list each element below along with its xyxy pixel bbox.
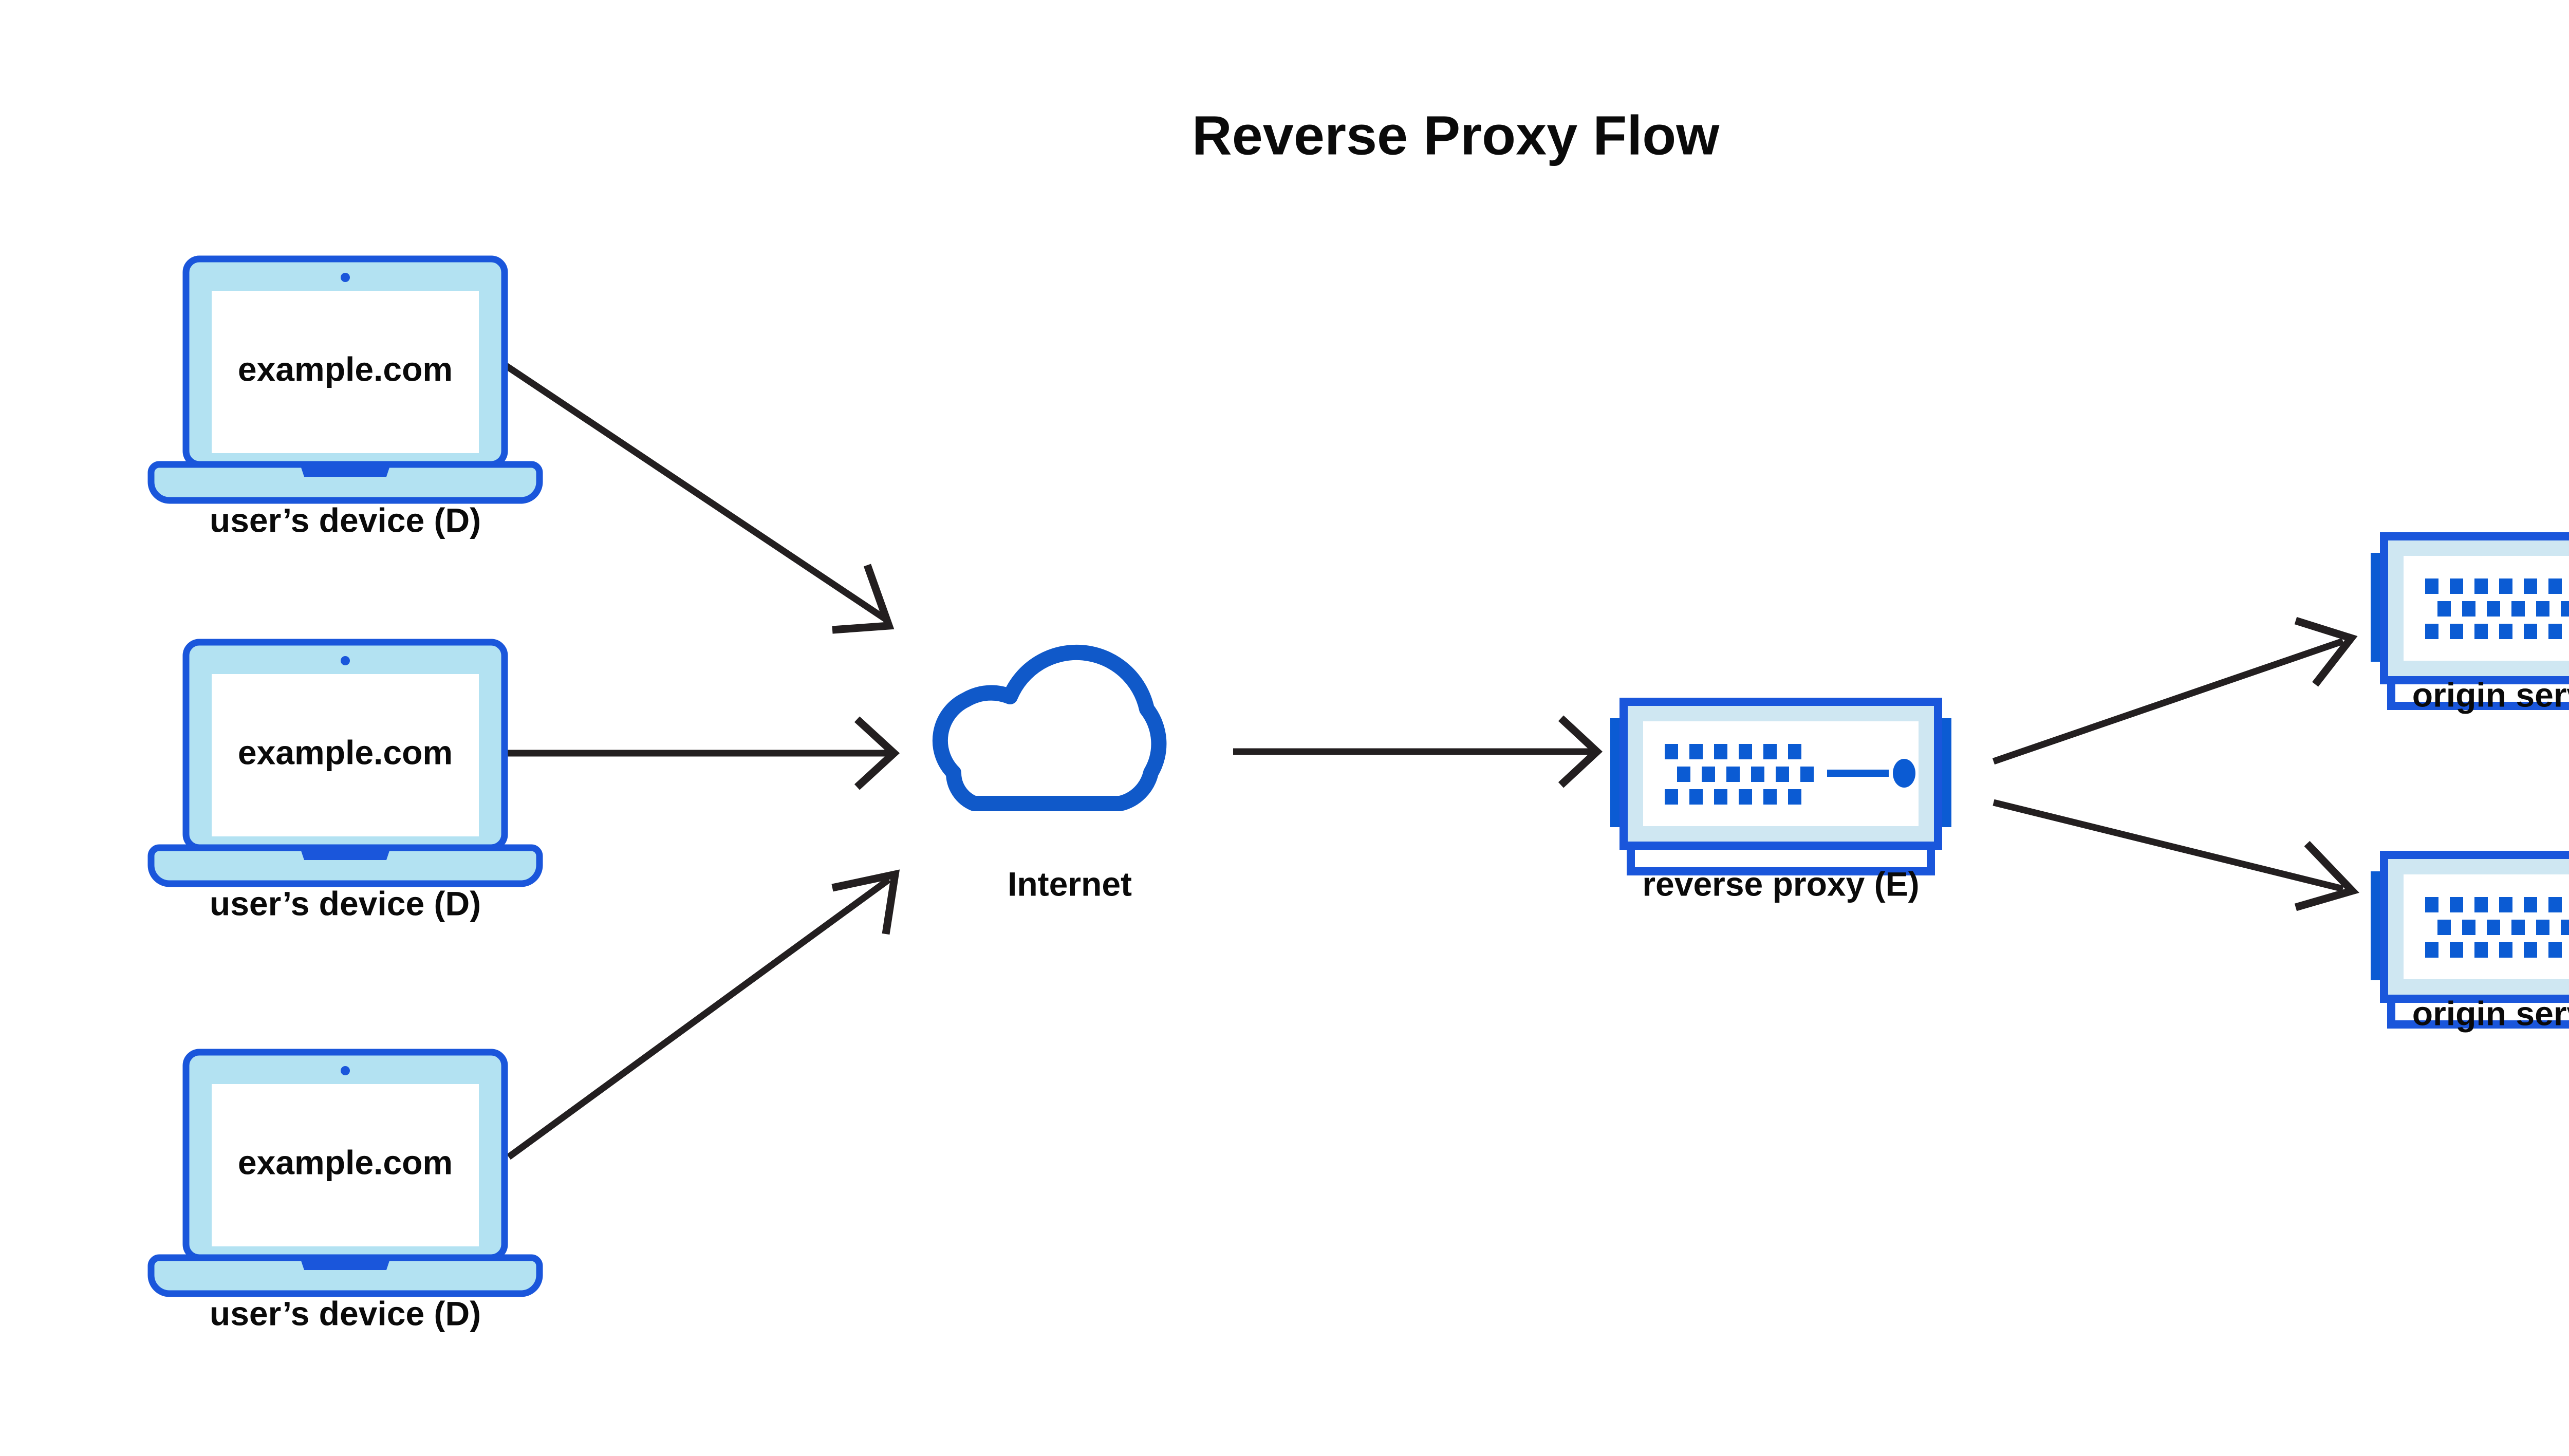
edge-device-middle-internet: [506, 716, 900, 790]
node-origin-server-bottom[interactable]: origin server (F): [2371, 855, 2569, 1032]
node-internet[interactable]: Internet: [940, 652, 1159, 903]
edge-internet-proxy: [1233, 715, 1603, 788]
edge-proxy-origin-bottom: [1993, 799, 2359, 911]
node-origin-server-top[interactable]: origin server (F): [2371, 536, 2569, 714]
node-reverse-proxy[interactable]: reverse proxy (E): [1610, 702, 1951, 903]
arrowhead-icon: [2294, 841, 2359, 911]
laptop-screen-text: example.com: [238, 1143, 453, 1181]
cloud-icon: [940, 652, 1159, 804]
node-label: origin server (F): [2412, 676, 2569, 714]
arrowhead-icon: [831, 869, 900, 935]
node-label: user’s device (D): [210, 884, 481, 922]
node-label: reverse proxy (E): [1642, 865, 1919, 903]
arrowhead-icon: [1558, 715, 1603, 788]
laptop-screen-text: example.com: [238, 350, 453, 388]
node-label: origin server (F): [2412, 994, 2569, 1032]
edge-device-top-internet: [504, 363, 895, 634]
node-label: user’s device (D): [210, 1294, 481, 1332]
arrowhead-icon: [832, 564, 895, 634]
laptop-screen-text: example.com: [238, 733, 453, 771]
page-title: Reverse Proxy Flow: [1192, 104, 1720, 166]
arrowhead-icon: [2294, 617, 2358, 687]
edge-proxy-origin-top: [1992, 617, 2358, 765]
arrowhead-icon: [854, 716, 900, 790]
node-user-device-bottom[interactable]: example.com user’s device (D): [151, 1052, 539, 1332]
node-label: user’s device (D): [210, 501, 481, 539]
server-icon: [1610, 702, 1951, 871]
node-user-device-middle[interactable]: example.com user’s device (D): [151, 642, 539, 922]
edge-device-bottom-internet: [507, 869, 900, 1160]
node-user-device-top[interactable]: example.com user’s device (D): [151, 259, 539, 539]
node-label: Internet: [1008, 865, 1132, 903]
